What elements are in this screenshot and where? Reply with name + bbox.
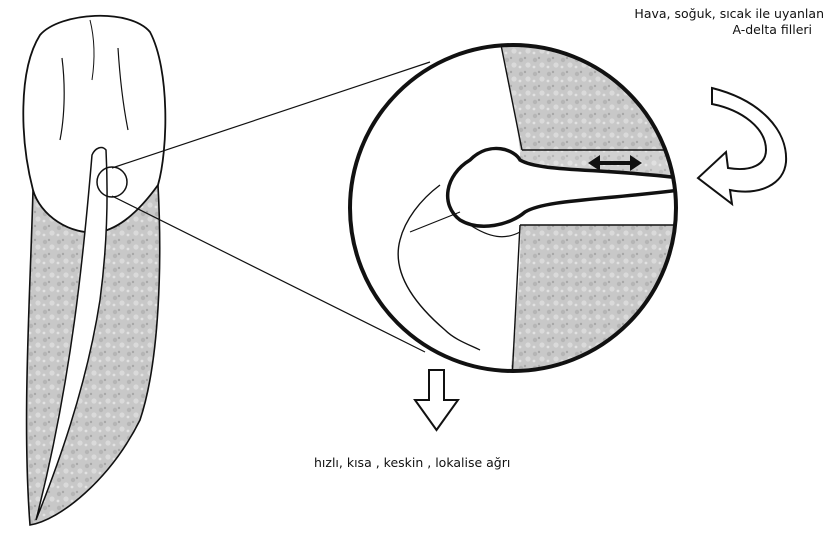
pain-description-label: hızlı, kısa , keskin , lokalise ağrı (314, 455, 510, 471)
stimulus-label-line2: A-delta filleri (634, 22, 812, 38)
stimulus-label-line1: Hava, soğuk, sıcak ile uyanlan (634, 6, 824, 22)
pain-down-arrow (415, 370, 458, 430)
stimulus-curved-arrow (698, 88, 786, 204)
stimulus-label: Hava, soğuk, sıcak ile uyanlan A-delta f… (634, 6, 824, 38)
